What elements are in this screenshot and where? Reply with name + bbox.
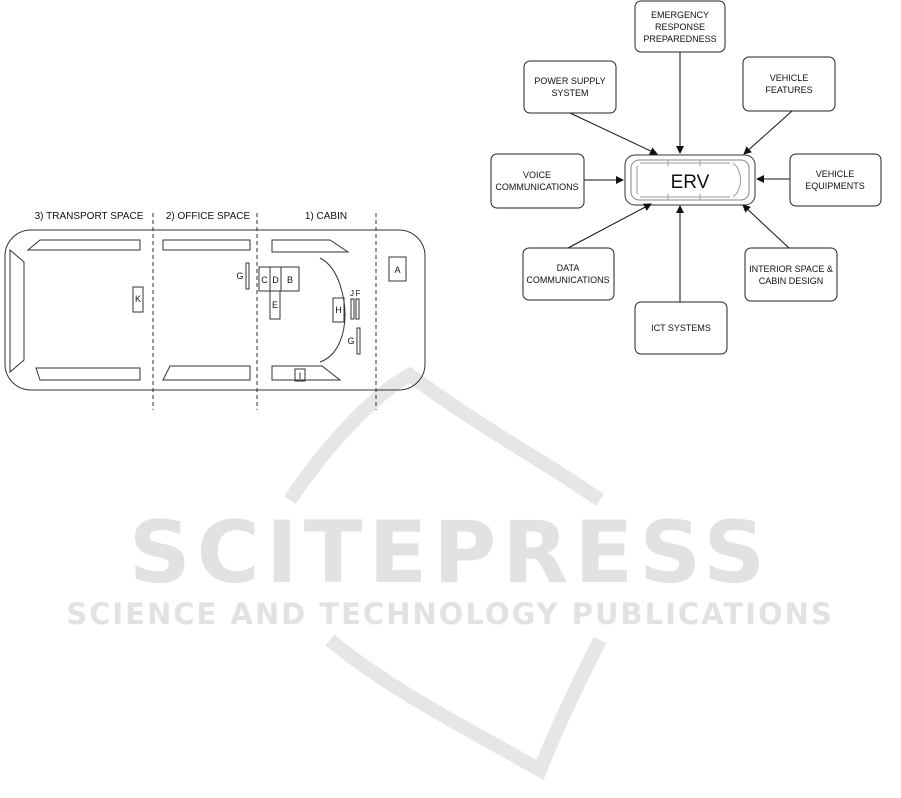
watermark-swoosh	[290, 375, 600, 500]
node-voice-line-2: COMMUNICATIONS	[495, 182, 578, 192]
node-interior-line-1: INTERIOR SPACE &	[749, 264, 833, 274]
arrow-interior	[743, 205, 789, 248]
watermark-main: SCITEPRESS	[129, 503, 771, 603]
node-features-box	[743, 57, 835, 111]
marker-g-cabin-label: G	[347, 336, 354, 346]
node-voice-box	[491, 154, 584, 208]
node-ict-line-1: ICT SYSTEMS	[651, 323, 711, 333]
marker-g-office-label: G	[236, 271, 243, 281]
arrow-data	[568, 204, 651, 248]
zone-label-office: 2) OFFICE SPACE	[166, 211, 251, 222]
erv-diagram: ERV EMERGENCY RESPONSE PREPAREDN	[491, 1, 881, 354]
vehicle-layout-figure: 3) TRANSPORT SPACE 2) OFFICE SPACE 1) CA…	[5, 211, 425, 410]
marker-f-box	[356, 299, 359, 319]
node-power-line-2: SYSTEM	[551, 88, 588, 98]
erv-center-label: ERV	[671, 172, 710, 193]
marker-c-label: C	[261, 275, 268, 285]
marker-g-office-box	[246, 263, 249, 289]
node-data-box	[523, 248, 614, 300]
node-features-line-2: FEATURES	[765, 85, 812, 95]
marker-k-label: K	[135, 294, 141, 304]
marker-d-label: D	[272, 275, 279, 285]
node-features-line-1: VEHICLE	[770, 73, 809, 83]
marker-f-label: F	[356, 289, 361, 298]
marker-h-label: H	[335, 305, 342, 315]
rear-window-bottom	[36, 368, 140, 380]
zone-label-transport: 3) TRANSPORT SPACE	[35, 211, 144, 222]
marker-j-box	[351, 299, 354, 319]
cabin-window-top	[272, 240, 348, 252]
node-interior-line-2: CABIN DESIGN	[759, 276, 824, 286]
node-voice-line-1: VOICE	[523, 170, 551, 180]
office-window-bottom	[163, 366, 250, 380]
office-window-top	[163, 240, 250, 250]
cabin-window-bottom	[272, 366, 340, 380]
node-equipments-box	[790, 154, 881, 206]
node-data-line-2: COMMUNICATIONS	[526, 275, 609, 285]
node-emergency-line-1: EMERGENCY	[651, 10, 709, 20]
marker-a-label: A	[394, 265, 400, 275]
arrow-features	[744, 111, 792, 154]
watermark-swoosh-lower	[330, 640, 600, 770]
node-interior-box	[745, 248, 837, 301]
node-equipments-line-2: EQUIPMENTS	[805, 181, 865, 191]
watermark: SCITEPRESS SCIENCE AND TECHNOLOGY PUBLIC…	[66, 375, 834, 770]
marker-j-label: J	[350, 289, 354, 298]
zone-label-cabin: 1) CABIN	[305, 211, 347, 222]
marker-i-label: I	[299, 371, 302, 381]
arrow-power	[570, 113, 657, 154]
node-power-box	[524, 61, 616, 113]
node-emergency-line-2: RESPONSE	[655, 22, 705, 32]
rear-window-side	[10, 250, 24, 372]
rear-window-top	[28, 240, 140, 250]
marker-g-cabin-box	[357, 328, 360, 354]
node-emergency-line-3: PREPAREDNESS	[643, 34, 716, 44]
marker-e-label: E	[272, 300, 278, 310]
watermark-sub: SCIENCE AND TECHNOLOGY PUBLICATIONS	[66, 597, 834, 631]
node-power-line-1: POWER SUPPLY	[534, 76, 605, 86]
marker-b-label: B	[287, 275, 293, 285]
node-equipments-line-1: VEHICLE	[816, 169, 855, 179]
node-data-line-1: DATA	[557, 263, 580, 273]
